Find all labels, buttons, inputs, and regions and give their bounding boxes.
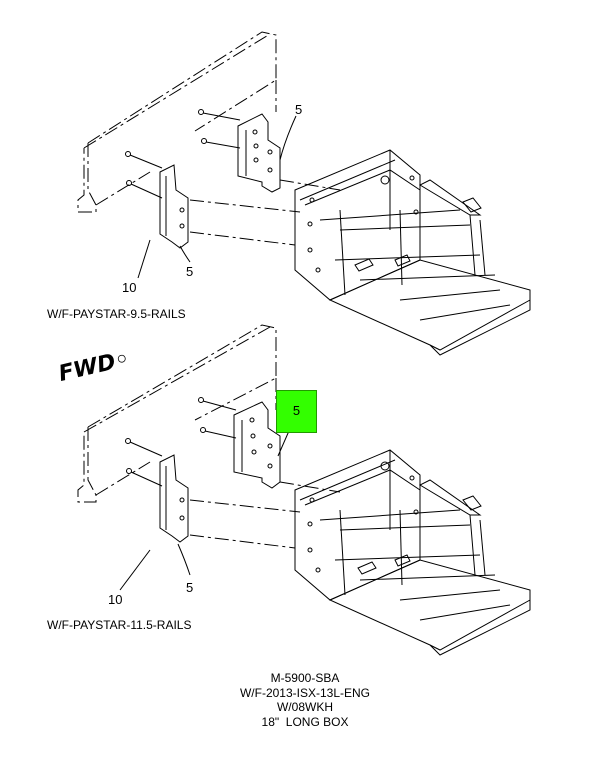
note-line: W/F-2013-ISX-13L-ENG: [239, 685, 371, 700]
bottom-assembly: [77, 324, 531, 656]
callout-5-top-front[interactable]: 5: [186, 264, 194, 279]
note-line: W/08WKH: [276, 700, 333, 714]
callout-10-top[interactable]: 10: [122, 280, 137, 295]
note-line: M-5900-SBA: [270, 671, 340, 685]
callout-10-bottom[interactable]: 10: [108, 592, 123, 607]
callout-5-top-rear[interactable]: 5: [295, 102, 303, 117]
caption-top-view: W/F-PAYSTAR-9.5-RAILS: [47, 307, 186, 321]
caption-bottom-view: W/F-PAYSTAR-11.5-RAILS: [47, 618, 192, 632]
callout-5-bottom-rear[interactable]: 5: [292, 403, 301, 418]
highlighted-callout-5[interactable]: 5: [276, 390, 317, 433]
note-line: 18" LONG BOX: [261, 714, 349, 729]
diagram-notes: M-5900-SBA W/F-2013-ISX-13L-ENG W/08WKH …: [0, 671, 610, 729]
top-assembly: [77, 31, 531, 356]
callout-5-bottom-front[interactable]: 5: [186, 580, 194, 595]
